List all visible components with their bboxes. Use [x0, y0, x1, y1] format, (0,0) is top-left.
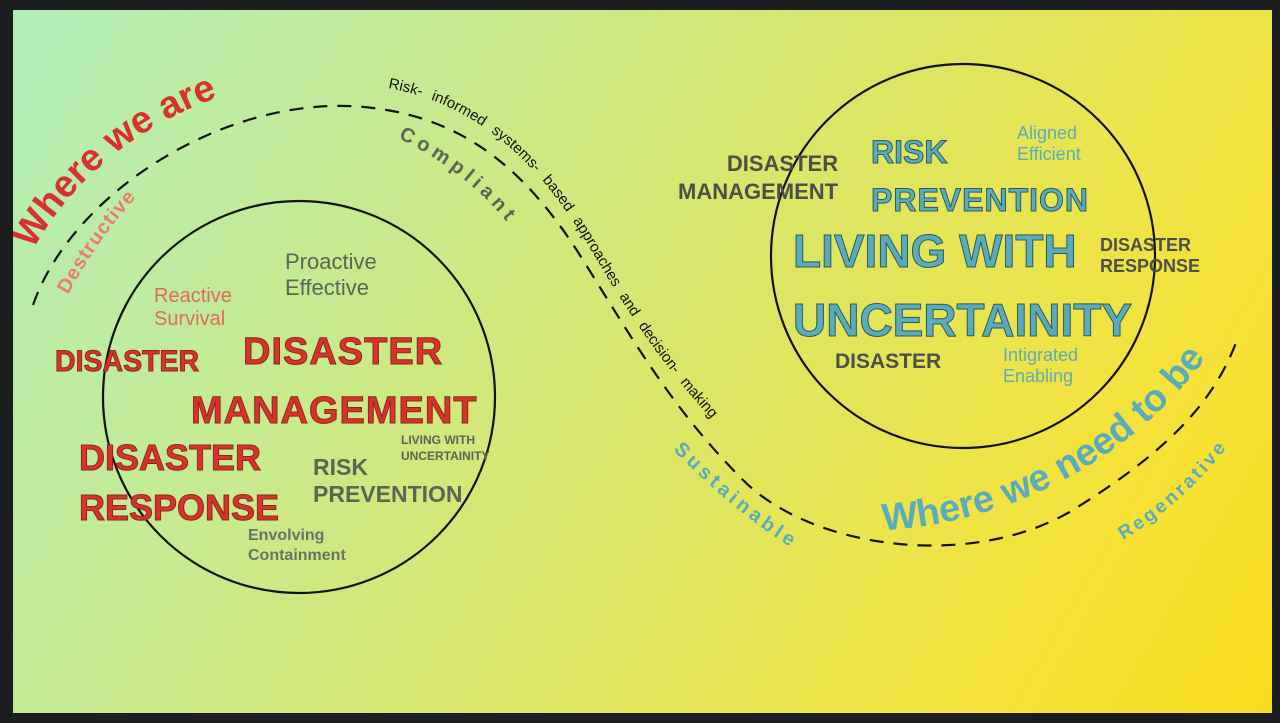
right-risk-label: RISK	[870, 134, 948, 170]
living-with-label: LIVING WITH	[793, 225, 1078, 277]
disaster-small-label: DISASTER	[55, 345, 200, 378]
right-disaster-label: DISASTER	[835, 350, 942, 373]
right-disaster-response-label: DISASTER RESPONSE	[1100, 235, 1201, 276]
diagram-lines: Where we are Destructive Risk- informed …	[13, 62, 1240, 595]
dashed-transition-path	[31, 104, 1240, 547]
uncertainity-label: UNCERTAINITY	[792, 294, 1133, 346]
right-arc-subtitle: Regenrative	[1115, 436, 1232, 544]
diagram-canvas: Where we are Destructive Risk- informed …	[13, 10, 1272, 713]
intigrated-enabling-label: Intigrated Enabling	[1003, 345, 1079, 386]
disaster-large-label: DISASTER	[242, 331, 444, 373]
right-circle	[769, 62, 1157, 450]
left-circle	[101, 199, 497, 595]
sustainable-label: Sustainable	[670, 438, 803, 553]
right-prevention-label: PREVENTION	[870, 182, 1090, 218]
envolving-containment-label: Envolving Containment	[248, 527, 346, 564]
risk-prevention-label: RISK PREVENTION	[313, 454, 463, 507]
management-label: MANAGEMENT	[191, 390, 478, 432]
reactive-survival-label: Reactive Survival	[154, 285, 232, 330]
aligned-efficient-label: Aligned Efficient	[1017, 123, 1081, 164]
proactive-effective-label: Proactive Effective	[285, 249, 377, 300]
living-uncertainity-small-label: LIVING WITH UNCERTAINITY	[401, 433, 490, 463]
right-disaster-management-label: DISASTER MANAGEMENT	[678, 151, 839, 204]
disaster-response-label: DISASTER RESPONSE	[78, 437, 280, 528]
